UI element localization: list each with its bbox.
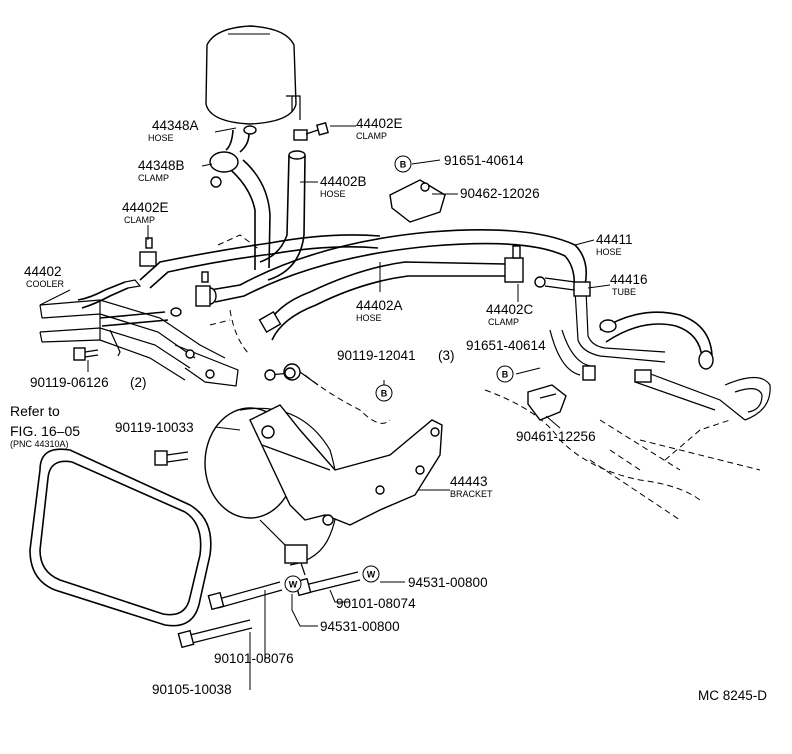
label-44402a-number: 44402A xyxy=(356,298,403,313)
label-94531-00800-right: 94531-00800 xyxy=(408,575,488,590)
label-90101-08074: 90101-08074 xyxy=(336,596,416,611)
label-44402e-top-name: CLAMP xyxy=(356,131,387,141)
label-90105-10038: 90105-10038 xyxy=(152,682,232,697)
labels: 44348A HOSE 44402E CLAMP 44348B CLAMP 44… xyxy=(10,116,767,703)
label-44402e-top-number: 44402E xyxy=(356,116,403,131)
svg-text:B: B xyxy=(502,370,509,380)
label-90119-12041-qty: (3) xyxy=(438,348,455,363)
label-44443-number: 44443 xyxy=(450,474,488,489)
diagram-code: MC 8245-D xyxy=(698,688,767,703)
drawing: B B B W W xyxy=(29,25,771,690)
v-belt xyxy=(29,448,212,627)
label-44402c-number: 44402C xyxy=(486,302,534,317)
label-90461-12256: 90461-12256 xyxy=(516,429,596,444)
refer-line-3: (PNC 44310A) xyxy=(10,439,69,449)
label-90119-10033: 90119-10033 xyxy=(115,420,194,435)
label-44411-number: 44411 xyxy=(596,232,633,247)
label-90462-12026: 90462-12026 xyxy=(460,186,540,201)
label-44348a-number: 44348A xyxy=(152,118,199,133)
marker-w-right: W xyxy=(362,565,380,583)
cooler-44402 xyxy=(39,279,239,387)
svg-text:W: W xyxy=(289,580,298,590)
reservoir-tank xyxy=(205,25,301,125)
label-91651-40614-middle: 91651-40614 xyxy=(466,338,546,353)
clamp-44348b xyxy=(209,151,239,173)
svg-text:B: B xyxy=(400,160,407,170)
label-90119-12041: 90119-12041 xyxy=(337,348,416,363)
label-44402e-left-number: 44402E xyxy=(122,200,169,215)
label-90101-08076: 90101-08076 xyxy=(214,651,294,666)
svg-text:W: W xyxy=(367,570,376,580)
gear-box-hose xyxy=(582,311,771,421)
label-44402b-name: HOSE xyxy=(320,189,346,199)
refer-line-1: Refer to xyxy=(10,403,60,419)
tube-44416 xyxy=(534,276,666,376)
marker-w-left: W xyxy=(284,575,302,593)
label-90119-06126-qty: (2) xyxy=(130,375,147,390)
label-94531-00800-left: 94531-00800 xyxy=(320,619,400,634)
svg-text:B: B xyxy=(381,389,388,399)
label-44348b-name: CLAMP xyxy=(138,173,169,183)
label-44443-name: BRACKET xyxy=(450,489,493,499)
label-44348a-name: HOSE xyxy=(148,133,174,143)
hose-44402b xyxy=(259,122,329,281)
label-44416-name: TUBE xyxy=(612,287,636,297)
marker-b-middle: B xyxy=(375,384,393,402)
label-44416-number: 44416 xyxy=(610,272,648,287)
bracket-44443 xyxy=(249,404,443,526)
marker-b-top: B xyxy=(394,155,412,173)
hose-44348a xyxy=(224,125,271,270)
label-44348b-number: 44348B xyxy=(138,158,185,173)
label-44402-name: COOLER xyxy=(26,279,65,289)
engine-outline xyxy=(209,234,761,521)
label-44402a-name: HOSE xyxy=(356,313,382,323)
label-44402e-left-name: CLAMP xyxy=(124,215,155,225)
leader-lines xyxy=(39,125,611,690)
hose-44402a xyxy=(258,245,524,341)
label-44402c-name: CLAMP xyxy=(488,317,519,327)
label-44402b-number: 44402B xyxy=(320,174,367,189)
marker-b-right: B xyxy=(496,365,514,383)
label-90119-06126: 90119-06126 xyxy=(30,375,109,390)
label-91651-40614-top: 91651-40614 xyxy=(444,153,524,168)
label-44411-name: HOSE xyxy=(596,247,622,257)
plate-90461-12256 xyxy=(527,384,567,421)
plate-90462-12026 xyxy=(389,179,446,223)
refer-line-2: FIG. 16–05 xyxy=(10,423,80,439)
label-44402-number: 44402 xyxy=(24,264,62,279)
return-hose xyxy=(139,234,381,289)
hose-44411 xyxy=(195,229,588,307)
